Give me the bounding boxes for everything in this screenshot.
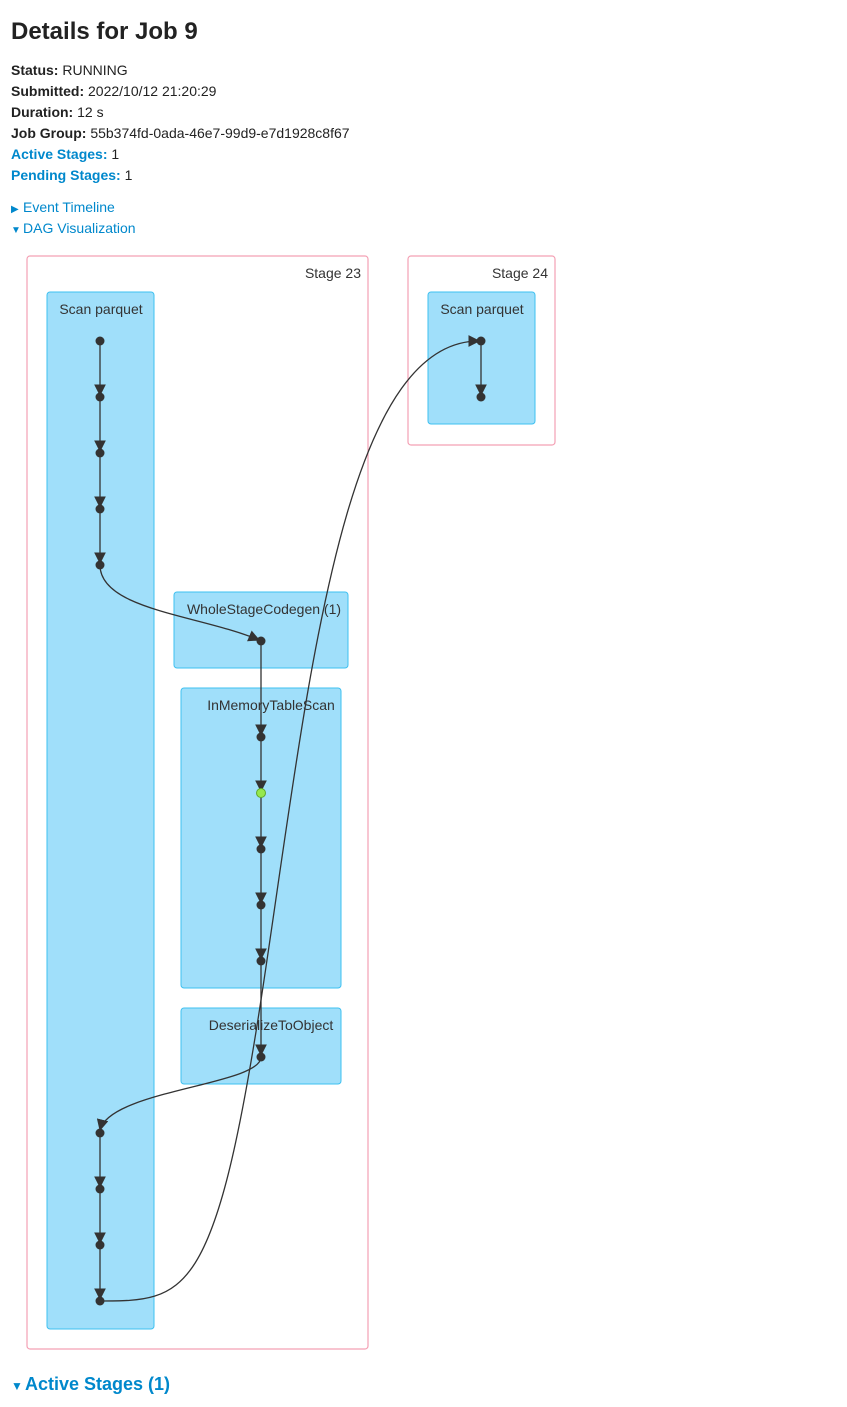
job-group-value: 55b374fd-0ada-46e7-99d9-e7d1928c8f67 [90,125,350,141]
dag-node[interactable] [256,844,266,854]
status-label: Status: [11,62,59,78]
active-stages-link[interactable]: Active Stages: [11,146,108,162]
pending-stages-count: 1 [124,167,133,183]
dag-node[interactable] [95,448,105,458]
dag-node[interactable] [476,336,486,346]
active-stages-count: 1 [111,146,120,162]
active-stages-section-toggle[interactable]: ▼Active Stages (1) [11,1374,170,1395]
dag-node[interactable] [95,1128,105,1138]
cached-dag-node[interactable] [256,788,266,798]
dag-node[interactable] [256,900,266,910]
active-stages-row: Active Stages: 1 [11,144,350,165]
scan-parquet-box [46,291,155,1330]
deserializetoobject-label: DeserializeToObject [209,1017,334,1033]
pending-stages-link[interactable]: Pending Stages: [11,167,121,183]
dag-nodes [95,336,486,1306]
stage-23-label: Stage 23 [305,265,361,281]
stage-24-label: Stage 24 [492,265,548,281]
dag-node[interactable] [95,504,105,514]
status-value: RUNNING [62,62,128,78]
scan-parquet-label: Scan parquet [59,301,142,317]
dag-node[interactable] [476,392,486,402]
job-group-row: Job Group: 55b374fd-0ada-46e7-99d9-e7d19… [11,123,350,144]
duration-label: Duration: [11,104,74,120]
event-timeline-toggle[interactable]: ▶ Event Timeline [11,199,115,215]
dag-node[interactable] [95,336,105,346]
dag-node[interactable] [256,732,266,742]
dag-node[interactable] [256,636,266,646]
scan-parquet-cluster-stage-23[interactable]: Scan parquet [46,291,155,1330]
submitted-value: 2022/10/12 21:20:29 [88,83,217,99]
wholestagecodegen-label: WholeStageCodegen (1) [187,601,341,617]
inmemorytablescan-label: InMemoryTableScan [207,697,335,713]
caret-down-icon: ▼ [11,1379,23,1393]
page-title: Details for Job 9 [11,18,198,45]
dag-edge [99,335,481,1302]
dag-edge [96,1056,262,1132]
dag-visualization-toggle[interactable]: ▼DAG Visualization [11,220,136,236]
caret-right-icon: ▶ [11,204,19,215]
event-timeline-label: Event Timeline [23,199,115,215]
submitted-row: Submitted: 2022/10/12 21:20:29 [11,81,350,102]
dag-node[interactable] [95,1240,105,1250]
active-stages-section-label: Active Stages (1) [25,1374,171,1394]
dag-visualization-label: DAG Visualization [23,220,136,236]
scan-parquet-label: Scan parquet [440,301,523,317]
pending-stages-row: Pending Stages: 1 [11,165,350,186]
dag-node[interactable] [256,956,266,966]
status-row: Status: RUNNING [11,60,350,81]
duration-row: Duration: 12 s [11,102,350,123]
duration-value: 12 s [77,104,104,120]
caret-down-icon: ▼ [11,225,21,236]
dag-edge [99,564,261,642]
dag-node[interactable] [95,1296,105,1306]
dag-node[interactable] [95,392,105,402]
submitted-label: Submitted: [11,83,85,99]
dag-node[interactable] [256,1052,266,1062]
dag-node[interactable] [95,560,105,570]
job-group-label: Job Group: [11,125,87,141]
dag-edges [94,335,487,1302]
dag-visualization: Stage 23 Stage 24 Scan parquet WholeStag… [26,255,556,1350]
dag-node[interactable] [95,1184,105,1194]
job-summary: Status: RUNNING Submitted: 2022/10/12 21… [11,60,350,186]
